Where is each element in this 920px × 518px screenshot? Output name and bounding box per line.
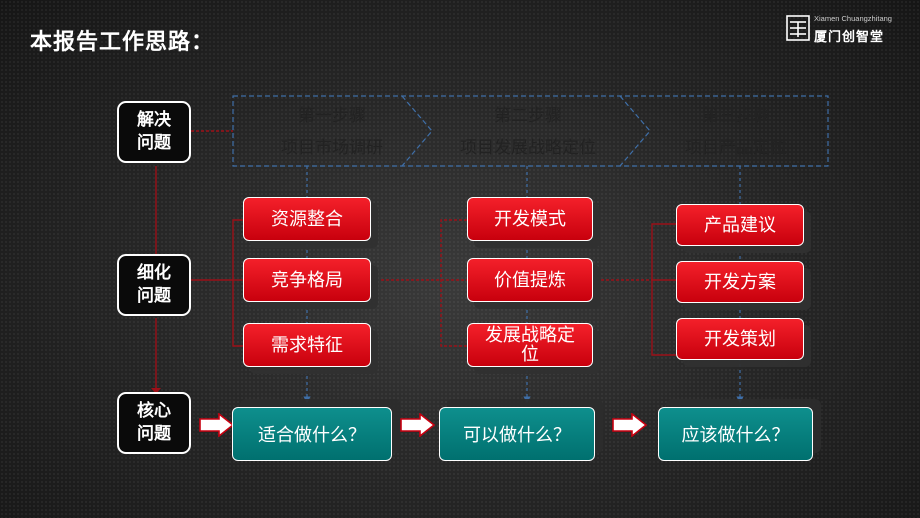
question-refine: 细化问题 — [117, 254, 191, 316]
item-demand-features: 需求特征 — [243, 323, 371, 367]
connector-down-head — [151, 388, 161, 394]
step-2-label: 第二步骤 — [494, 106, 562, 126]
step-3-sub: 项目产品定位 — [685, 138, 787, 158]
item-strategy-positioning: 发展战略定位 — [467, 323, 593, 367]
logo-english-text: Xiamen Chuangzhitang — [814, 14, 892, 23]
page-title: 本报告工作思路： — [30, 30, 215, 55]
item-product-suggestion: 产品建议 — [676, 204, 804, 246]
question-solve: 解决问题 — [117, 101, 191, 163]
step-1-sub: 项目市场调研 — [281, 138, 383, 158]
answer-should: 应该做什么？ — [658, 407, 813, 461]
chevron-divider-1 — [401, 95, 433, 167]
step-2-sub: 项目发展战略定位 — [460, 138, 596, 158]
item-development-planning: 开发策划 — [676, 318, 804, 360]
step-2: 第二步骤 项目发展战略定位 — [428, 100, 628, 164]
bracket-col-3 — [651, 223, 676, 356]
step-3: 第三步骤 项目产品定位 — [636, 100, 836, 164]
item-development-plan: 开发方案 — [676, 261, 804, 303]
answer-suitable: 适合做什么？ — [232, 407, 392, 461]
item-competition-landscape: 竞争格局 — [243, 258, 371, 302]
chevron-divider-2 — [619, 95, 651, 167]
item-resource-integration: 资源整合 — [243, 197, 371, 241]
step-3-label: 第三步骤 — [702, 106, 770, 126]
item-value-extraction: 价值提炼 — [467, 258, 593, 302]
steps-chevron-band — [232, 95, 829, 167]
answer-possible: 可以做什么？ — [439, 407, 595, 461]
step-1: 第一步骤 项目市场调研 — [232, 100, 432, 164]
arrow-right-icon — [199, 413, 235, 437]
question-core: 核心问题 — [117, 392, 191, 454]
logo-mark-icon — [786, 15, 810, 41]
arrow-right-icon — [400, 413, 436, 437]
company-logo: Xiamen Chuangzhitang 厦门创智堂 — [786, 12, 906, 45]
item-development-model: 开发模式 — [467, 197, 593, 241]
arrow-right-icon — [612, 413, 648, 437]
logo-chinese-text: 厦门创智堂 — [814, 30, 885, 45]
step-1-label: 第一步骤 — [298, 106, 366, 126]
bracket-col-1 — [232, 219, 243, 347]
bracket-col-2 — [440, 219, 467, 347]
